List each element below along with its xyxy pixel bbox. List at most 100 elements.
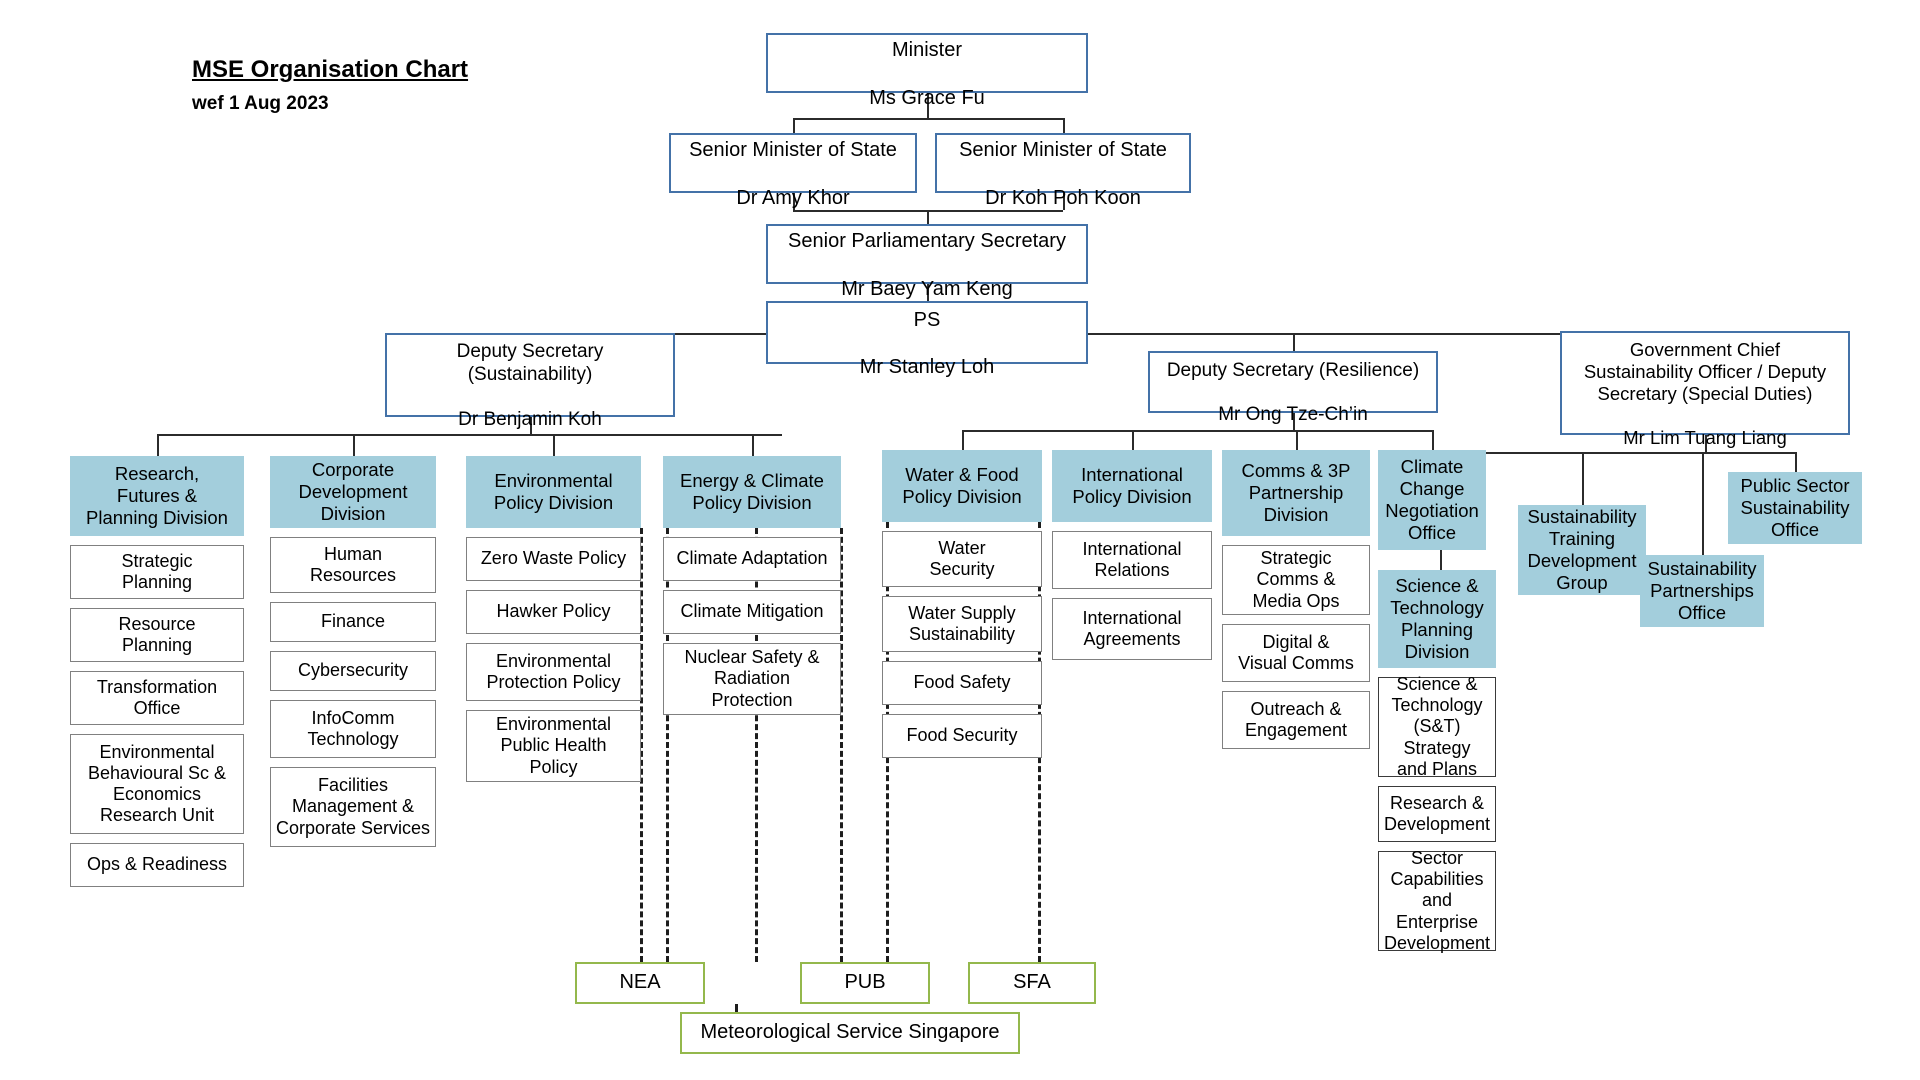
division-comms-3p-partnership[interactable]: Comms & 3P Partnership Division <box>1222 450 1370 536</box>
branch-science-technology-planning-0[interactable]: Science & Technology (S&T) Strategy and … <box>1378 673 1496 779</box>
agency-pub[interactable]: PUB <box>800 962 930 1004</box>
branch-label: Finance <box>320 611 386 632</box>
division-label: Water & Food Policy Division <box>902 464 1022 507</box>
branch-water-food-policy-1[interactable]: Water Supply Sustainability <box>882 596 1042 652</box>
node-government-chief-sustainability-officer[interactable]: Government Chief Sustainability Officer … <box>1560 331 1850 448</box>
division-sustainability-training-development[interactable]: Sustainability Training Development Grou… <box>1518 505 1646 595</box>
connector-vertical <box>353 434 355 456</box>
branch-international-policy-1[interactable]: International Agreements <box>1052 598 1212 660</box>
gcso-role: Government Chief Sustainability Officer … <box>1583 339 1827 404</box>
agency-label: NEA <box>619 971 661 994</box>
branch-energy-climate-policy-2[interactable]: Nuclear Safety & Radiation Protection <box>663 643 841 715</box>
branch-research-futures-planning-3[interactable]: Environmental Behavioural Sc & Economics… <box>70 734 244 834</box>
branch-comms-3p-partnership-1[interactable]: Digital & Visual Comms <box>1222 624 1370 682</box>
division-label: Corporate Development Division <box>298 459 408 524</box>
branch-energy-climate-policy-0[interactable]: Climate Adaptation <box>663 537 841 581</box>
connector-vertical <box>1293 413 1295 430</box>
node-minister[interactable]: Minister Ms Grace Fu <box>766 33 1088 109</box>
branch-label: Ops & Readiness <box>86 854 228 875</box>
division-water-food-policy[interactable]: Water & Food Policy Division <box>882 450 1042 522</box>
node-deputy-secretary-sustainability[interactable]: Deputy Secretary (Sustainability) Dr Ben… <box>385 333 675 430</box>
branch-label: Science & Technology (S&T) Strategy and … <box>1391 673 1483 779</box>
branch-water-food-policy-3[interactable]: Food Security <box>882 714 1042 758</box>
agency-label: PUB <box>844 971 886 994</box>
agency-mss[interactable]: Meteorological Service Singapore <box>680 1012 1020 1054</box>
connector-vertical <box>553 434 555 456</box>
branch-environmental-policy-0[interactable]: Zero Waste Policy <box>466 537 641 581</box>
node-deputy-secretary-resilience[interactable]: Deputy Secretary (Resilience) Mr Ong Tze… <box>1148 351 1438 425</box>
branch-international-policy-0[interactable]: International Relations <box>1052 531 1212 589</box>
branch-environmental-policy-3[interactable]: Environmental Public Health Policy <box>466 710 641 782</box>
branch-label: Strategic Planning <box>121 550 193 592</box>
connector-vertical <box>1702 452 1704 555</box>
ds-sus-name: Dr Benjamin Koh <box>458 408 602 430</box>
sps-role: Senior Parliamentary Secretary <box>788 230 1066 253</box>
node-senior-minister-of-state-khor[interactable]: Senior Minister of State Dr Amy Khor <box>669 133 917 209</box>
node-senior-parliamentary-secretary[interactable]: Senior Parliamentary Secretary Mr Baey Y… <box>766 224 1088 300</box>
branch-research-futures-planning-0[interactable]: Strategic Planning <box>70 545 244 599</box>
branch-research-futures-planning-4[interactable]: Ops & Readiness <box>70 843 244 887</box>
division-label: Public Sector Sustainability Office <box>1740 475 1850 540</box>
agency-sfa[interactable]: SFA <box>968 962 1096 1004</box>
connector-vertical <box>793 193 795 210</box>
division-climate-change-negotiation[interactable]: Climate Change Negotiation Office <box>1378 450 1486 550</box>
division-label: Research, Futures & Planning Division <box>86 463 228 528</box>
division-label: Energy & Climate Policy Division <box>680 470 824 513</box>
branch-environmental-policy-1[interactable]: Hawker Policy <box>466 590 641 634</box>
gcso-name: Mr Lim Tuang Liang <box>1623 426 1787 448</box>
division-research-futures-planning[interactable]: Research, Futures & Planning Division <box>70 456 244 536</box>
division-science-technology-planning[interactable]: Science & Technology Planning Division <box>1378 570 1496 668</box>
branch-label: Outreach & Engagement <box>1244 698 1348 740</box>
ds-res-role: Deputy Secretary (Resilience) <box>1166 359 1420 381</box>
division-label: International Policy Division <box>1072 464 1192 507</box>
dashed-connector <box>840 528 843 962</box>
branch-water-food-policy-0[interactable]: Water Security <box>882 531 1042 587</box>
branch-research-futures-planning-2[interactable]: Transformation Office <box>70 671 244 725</box>
branch-water-food-policy-2[interactable]: Food Safety <box>882 661 1042 705</box>
division-international-policy[interactable]: International Policy Division <box>1052 450 1212 522</box>
agency-nea[interactable]: NEA <box>575 962 705 1004</box>
branch-science-technology-planning-2[interactable]: Sector Capabilities and Enterprise Devel… <box>1378 847 1496 953</box>
branch-corporate-development-1[interactable]: Finance <box>270 602 436 642</box>
branch-label: Environmental Protection Policy <box>486 650 621 692</box>
division-label: Climate Change Negotiation Office <box>1385 456 1479 543</box>
node-senior-minister-of-state-koh[interactable]: Senior Minister of State Dr Koh Poh Koon <box>935 133 1191 209</box>
branch-label: Climate Mitigation <box>680 601 824 622</box>
agency-label: SFA <box>1013 971 1051 994</box>
dashed-connector <box>640 528 643 962</box>
branch-science-technology-planning-1[interactable]: Research & Development <box>1378 786 1496 842</box>
branch-corporate-development-3[interactable]: InfoComm Technology <box>270 700 436 758</box>
division-label: Science & Technology Planning Division <box>1390 575 1484 662</box>
division-environmental-policy[interactable]: Environmental Policy Division <box>466 456 641 528</box>
branch-energy-climate-policy-1[interactable]: Climate Mitigation <box>663 590 841 634</box>
branch-environmental-policy-2[interactable]: Environmental Protection Policy <box>466 643 641 701</box>
branch-corporate-development-4[interactable]: Facilities Management & Corporate Servic… <box>270 767 436 847</box>
sms-right-role: Senior Minister of State <box>959 139 1167 162</box>
sms-right-name: Dr Koh Poh Koon <box>985 186 1141 209</box>
connector-vertical <box>927 284 929 301</box>
division-public-sector-sustainability[interactable]: Public Sector Sustainability Office <box>1728 472 1862 544</box>
branch-label: InfoComm Technology <box>307 707 399 749</box>
connector-vertical <box>927 93 929 118</box>
ps-name: Mr Stanley Loh <box>859 356 995 379</box>
ds-res-name: Mr Ong Tze-Ch’in <box>1218 404 1368 426</box>
branch-label: Transformation Office <box>96 676 218 718</box>
branch-label: Sector Capabilities and Enterprise Devel… <box>1383 847 1491 953</box>
branch-corporate-development-2[interactable]: Cybersecurity <box>270 651 436 691</box>
branch-corporate-development-0[interactable]: Human Resources <box>270 537 436 593</box>
ps-role: PS <box>913 308 941 331</box>
branch-label: Research & Development <box>1383 792 1491 834</box>
division-label: Sustainability Partnerships Office <box>1647 558 1757 623</box>
branch-label: Nuclear Safety & Radiation Protection <box>684 647 820 710</box>
division-sustainability-partnerships[interactable]: Sustainability Partnerships Office <box>1640 555 1764 627</box>
branch-comms-3p-partnership-0[interactable]: Strategic Comms & Media Ops <box>1222 545 1370 615</box>
node-ps[interactable]: PS Mr Stanley Loh <box>766 301 1088 378</box>
branch-research-futures-planning-1[interactable]: Resource Planning <box>70 608 244 662</box>
branch-label: Water Supply Sustainability <box>908 602 1016 644</box>
connector-vertical <box>962 430 964 450</box>
division-corporate-development[interactable]: Corporate Development Division <box>270 456 436 528</box>
connector-horizontal <box>927 118 1063 120</box>
branch-comms-3p-partnership-2[interactable]: Outreach & Engagement <box>1222 691 1370 749</box>
division-label: Environmental Policy Division <box>493 470 614 513</box>
division-energy-climate-policy[interactable]: Energy & Climate Policy Division <box>663 456 841 528</box>
